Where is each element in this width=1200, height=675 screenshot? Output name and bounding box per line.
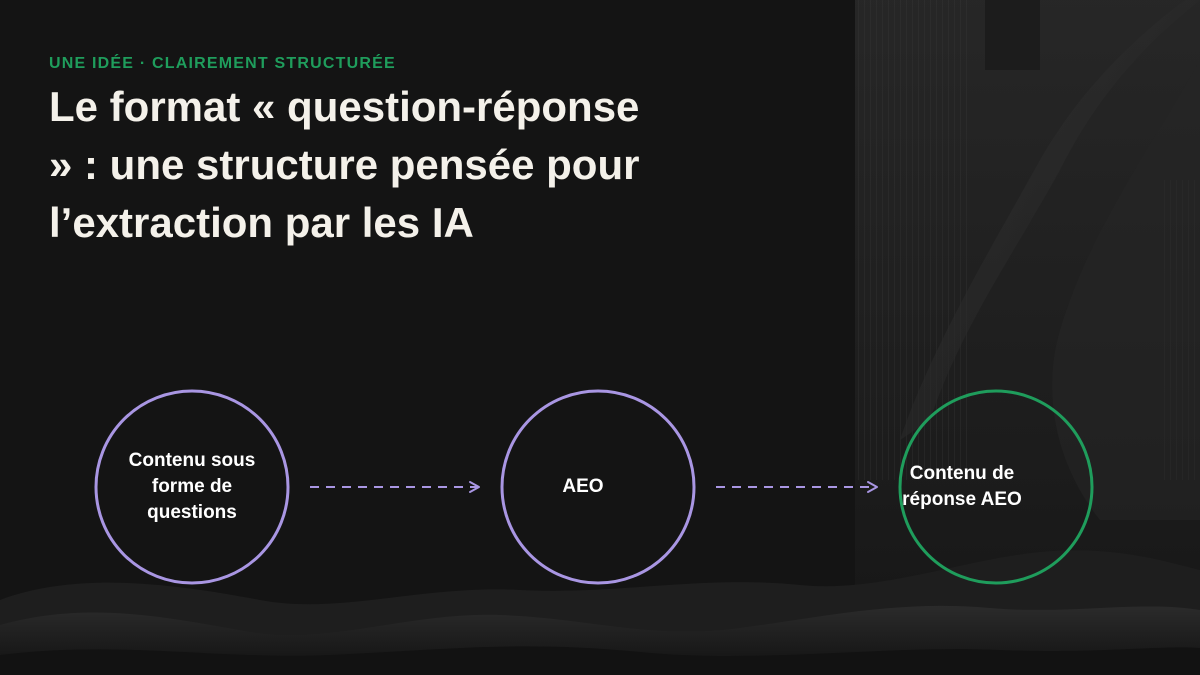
node-label-line: Contenu sous — [128, 450, 256, 471]
slide-title: Le format « question-réponse » : une str… — [49, 78, 769, 252]
node-circle-response — [898, 389, 1094, 585]
node-label-line: questions — [147, 502, 237, 523]
node-label-line: forme de — [151, 476, 233, 497]
node-circle-questions — [94, 389, 290, 585]
node-label-response: Contenu de réponse AEO — [867, 461, 1057, 513]
node-label-questions: Contenu sous forme de questions — [97, 448, 287, 526]
node-label-line: AEO — [562, 476, 604, 497]
node-circle-aeo — [500, 389, 696, 585]
node-label-line: réponse AEO — [902, 489, 1022, 510]
bg-dark-notch — [985, 0, 1040, 70]
title-line: l’extraction par les IA — [49, 199, 474, 246]
node-label-aeo: AEO — [488, 474, 678, 500]
bg-hill-front — [0, 646, 1200, 675]
bg-ribbon — [900, 0, 1200, 440]
kicker-label: UNE IDÉE · CLAIREMENT STRUCTURÉE — [49, 55, 396, 72]
bg-ribbon-shadow — [1052, 60, 1200, 520]
title-line: Le format « question-réponse — [49, 83, 640, 130]
node-label-line: Contenu de — [909, 463, 1015, 484]
title-line: » : une structure pensée pour — [49, 141, 640, 188]
bg-stripes-left — [855, 0, 970, 480]
